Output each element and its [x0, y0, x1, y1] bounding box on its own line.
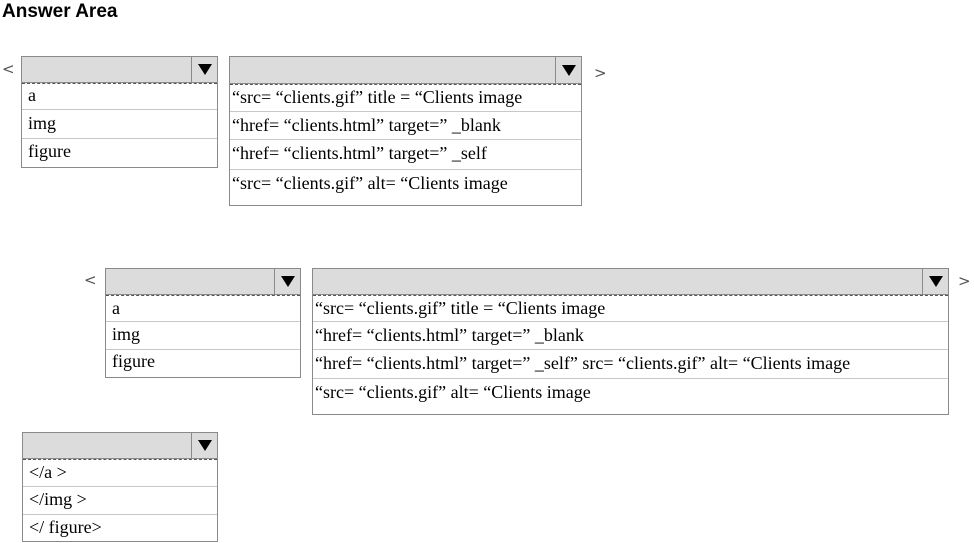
dropdown-closing-tag[interactable]: </a > </img > </ figure> — [22, 432, 218, 542]
dropdown-option[interactable]: figure — [106, 349, 300, 378]
dropdown-arrow-button[interactable] — [191, 57, 217, 82]
dropdown-header[interactable] — [105, 268, 301, 295]
dropdown-options: a img figure — [105, 295, 301, 378]
dropdown-options: </a > </img > </ figure> — [22, 459, 218, 542]
dropdown-option[interactable]: “src= “clients.gif” title = “Clients ima… — [230, 84, 581, 111]
dropdown-option[interactable]: a — [106, 295, 300, 321]
dropdown-option[interactable]: </img > — [23, 486, 217, 514]
dropdown-header[interactable] — [312, 268, 949, 295]
dropdown-header[interactable] — [22, 432, 218, 459]
dropdown-element-1[interactable]: a img figure — [21, 56, 218, 168]
chevron-down-icon — [561, 64, 576, 76]
close-angle-bracket: > — [594, 64, 607, 82]
chevron-down-icon — [928, 276, 943, 287]
dropdown-element-2[interactable]: a img figure — [105, 268, 301, 378]
dropdown-options: “src= “clients.gif” title = “Clients ima… — [229, 84, 582, 206]
dropdown-option[interactable]: </ figure> — [23, 514, 217, 542]
dropdown-option[interactable]: “href= “clients.html” target=” _self — [230, 139, 581, 169]
chevron-down-icon — [197, 64, 212, 75]
open-angle-bracket: < — [84, 271, 97, 289]
dropdown-option[interactable]: img — [106, 321, 300, 349]
dropdown-option[interactable]: “src= “clients.gif” alt= “Clients image — [230, 169, 581, 204]
dropdown-option[interactable]: “href= “clients.html” target=” _self” sr… — [313, 349, 948, 378]
close-angle-bracket: > — [958, 272, 971, 290]
dropdown-option[interactable]: “src= “clients.gif” title = “Clients ima… — [313, 295, 948, 321]
chevron-down-icon — [197, 440, 212, 451]
dropdown-arrow-button[interactable] — [922, 269, 948, 294]
dropdown-attribute-2[interactable]: “src= “clients.gif” title = “Clients ima… — [312, 268, 949, 415]
chevron-down-icon — [280, 276, 295, 287]
dropdown-option[interactable]: a — [22, 83, 217, 109]
dropdown-attribute-1[interactable]: “src= “clients.gif” title = “Clients ima… — [229, 56, 582, 206]
dropdown-option[interactable]: </a > — [23, 459, 217, 486]
dropdown-arrow-button[interactable] — [274, 269, 300, 294]
dropdown-header[interactable] — [21, 56, 218, 83]
dropdown-options: a img figure — [21, 83, 218, 168]
dropdown-header[interactable] — [229, 56, 582, 84]
dropdown-option[interactable]: “href= “clients.html” target=” _blank — [313, 321, 948, 349]
answer-area-title: Answer Area — [2, 1, 118, 22]
dropdown-arrow-button[interactable] — [191, 433, 217, 458]
dropdown-options: “src= “clients.gif” title = “Clients ima… — [312, 295, 949, 415]
dropdown-option[interactable]: img — [22, 109, 217, 138]
dropdown-option[interactable]: figure — [22, 138, 217, 167]
dropdown-option[interactable]: “src= “clients.gif” alt= “Clients image — [313, 378, 948, 415]
dropdown-option[interactable]: “href= “clients.html” target=” _blank — [230, 111, 581, 139]
open-angle-bracket: < — [2, 60, 15, 78]
dropdown-arrow-button[interactable] — [555, 57, 581, 83]
